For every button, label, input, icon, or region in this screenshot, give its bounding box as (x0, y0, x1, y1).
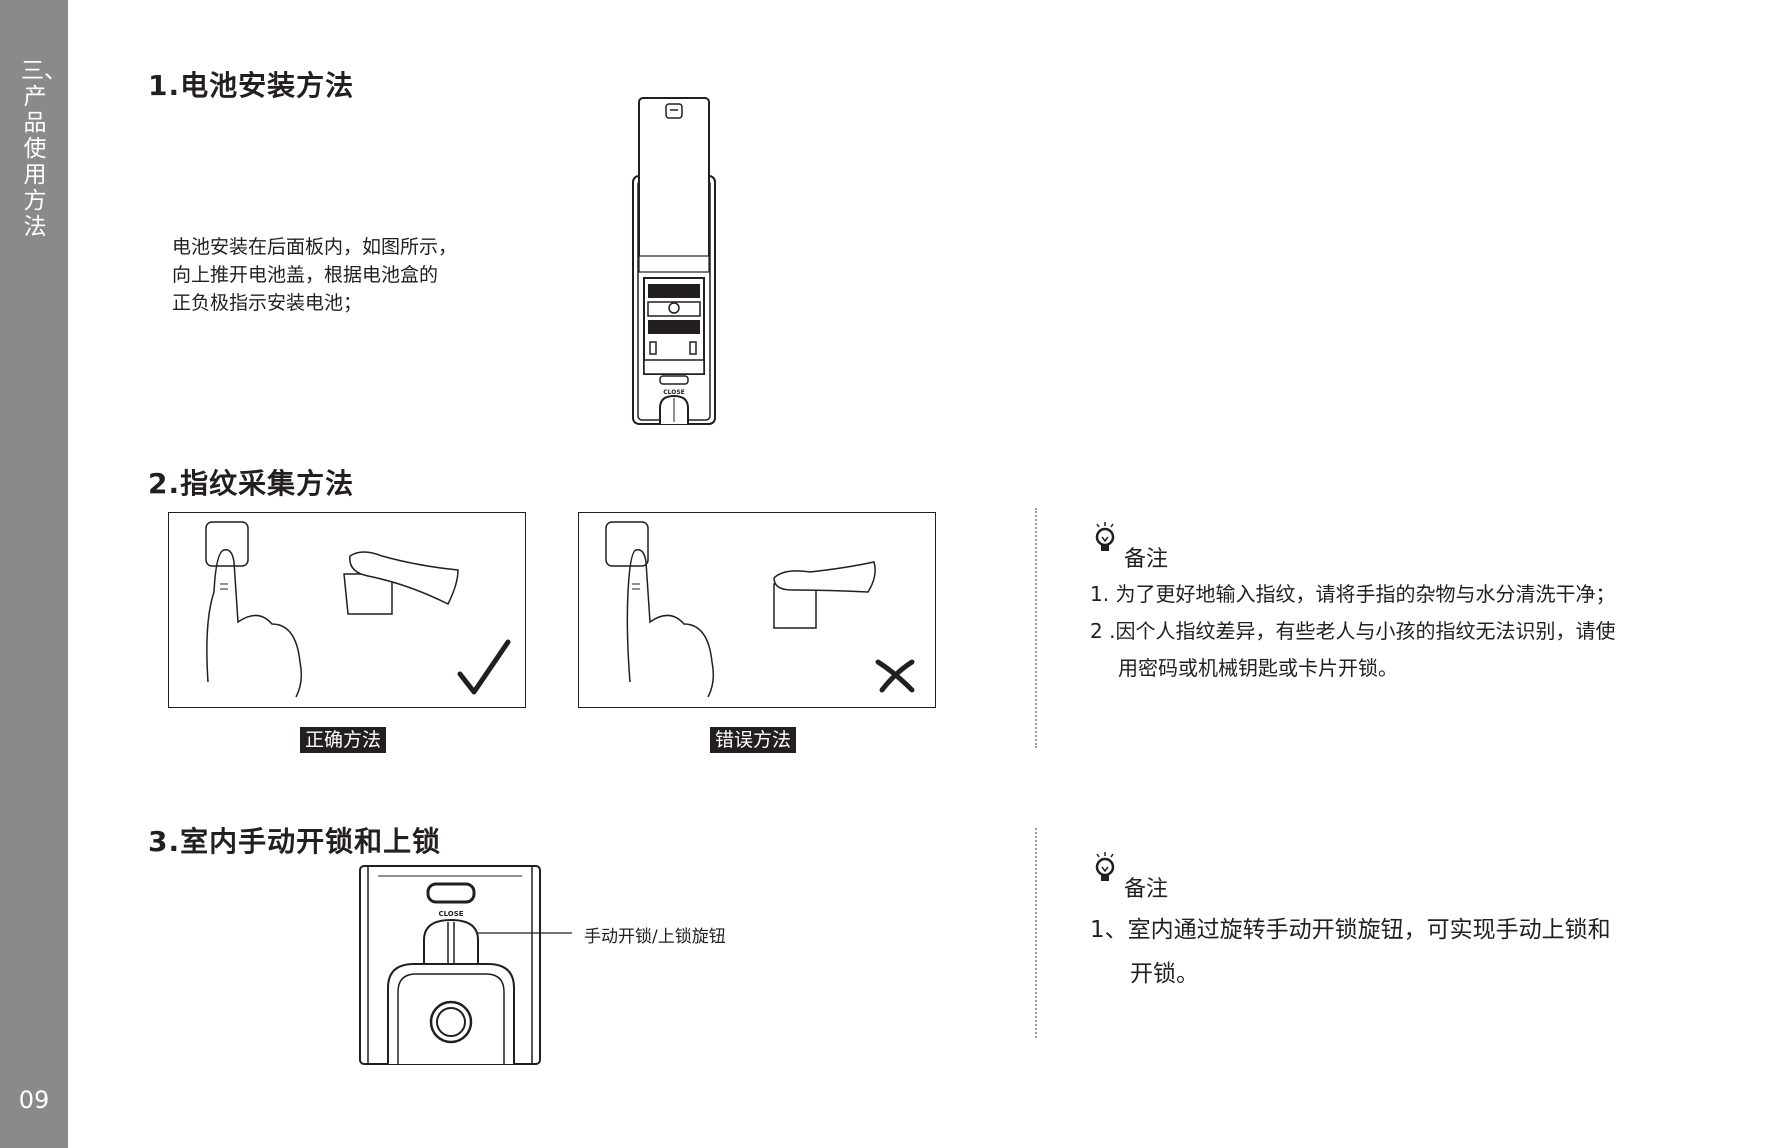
section3-divider (1035, 828, 1037, 1038)
lock-close-label: CLOSE (438, 910, 463, 918)
wrong-method-frame (578, 512, 936, 708)
page-number: 09 (18, 1086, 50, 1114)
section3-note-list: 1、室内通过旋转手动开锁旋钮，可实现手动上锁和 开锁。 (1090, 908, 1611, 996)
section1-desc-line: 正负极指示安装电池； (172, 292, 363, 314)
correct-method-frame (168, 512, 526, 708)
manual-knob-callout: 手动开锁/上锁旋钮 (584, 927, 726, 947)
section2-note-item: 1. 为了更好地输入指纹，请将手指的杂物与水分清洗干净； (1090, 582, 1616, 606)
section2-note-item: 用密码或机械钥匙或卡片开锁。 (1118, 656, 1398, 680)
section2-note-title: 备注 (1124, 547, 1169, 572)
section-title: 三、产品使用方法 (21, 58, 67, 240)
section1-heading: 1.电池安装方法 (148, 69, 355, 102)
lightbulb-icon (1095, 522, 1115, 551)
battery-panel-illustration: CLOSE (632, 97, 716, 425)
cross-icon (875, 659, 915, 693)
section1-description: 电池安装在后面板内，如图所示， 向上推开电池盖，根据电池盒的 正负极指示安装电池… (172, 233, 457, 317)
interior-lock-illustration: CLOSE (359, 865, 572, 1065)
section3-note-title: 备注 (1124, 877, 1169, 902)
section2-divider (1035, 508, 1037, 748)
checkmark-icon (457, 639, 511, 695)
correct-method-illustration (205, 521, 511, 698)
section3-heading: 3.室内手动开锁和上锁 (148, 825, 442, 858)
section2-note-list: 1. 为了更好地输入指纹，请将手指的杂物与水分清洗干净； 2 .因个人指纹差异，… (1090, 576, 1615, 687)
section1-desc-line: 向上推开电池盖，根据电池盒的 (172, 264, 439, 286)
sidebar: 三、产品使用方法 09 (0, 0, 68, 1148)
correct-method-caption: 正确方法 (300, 727, 387, 753)
section1-desc-line: 电池安装在后面板内，如图所示， (172, 236, 458, 258)
section2-note-item: 2 .因个人指纹差异，有些老人与小孩的指纹无法识别，请使 (1090, 619, 1616, 643)
lightbulb-icon (1095, 852, 1115, 881)
wrong-method-illustration (605, 521, 915, 698)
section2-heading: 2.指纹采集方法 (148, 467, 355, 500)
section3-note-item: 1、室内通过旋转手动开锁旋钮，可实现手动上锁和 (1090, 917, 1611, 943)
wrong-method-caption: 错误方法 (710, 727, 797, 753)
battery-close-label: CLOSE (663, 389, 685, 396)
section3-note-item: 开锁。 (1130, 961, 1199, 987)
